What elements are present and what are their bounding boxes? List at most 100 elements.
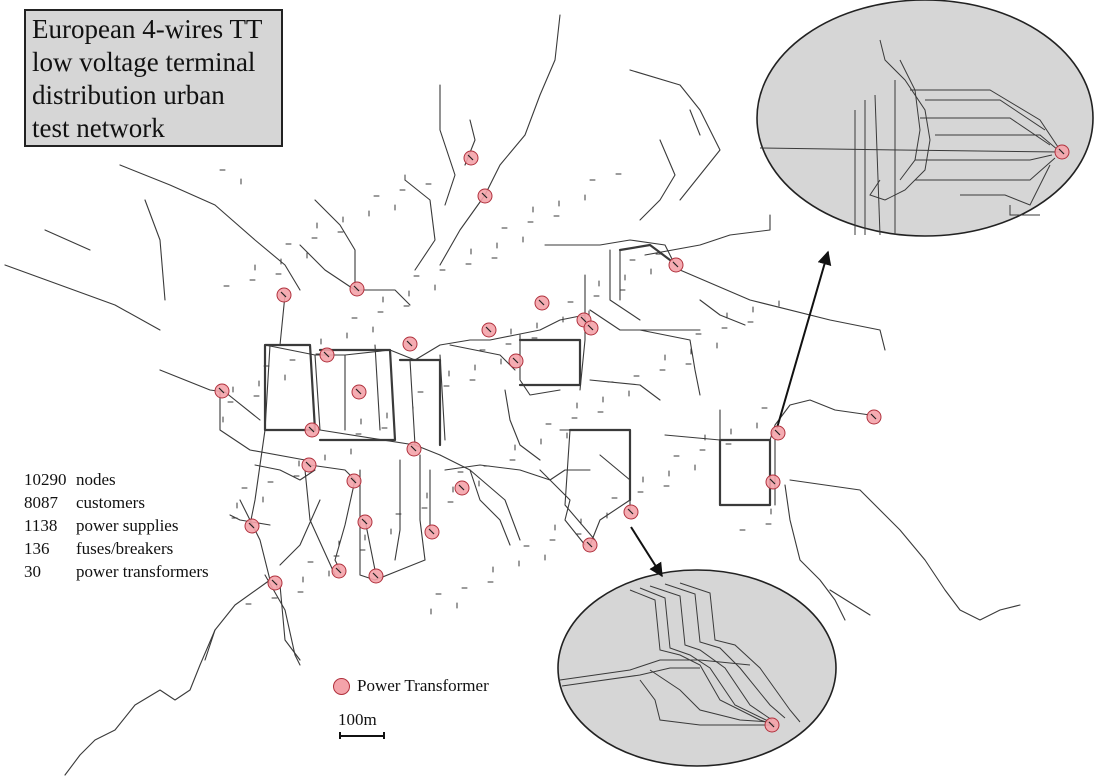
network-line: [599, 454, 631, 511]
power-transformer-icon: [582, 537, 598, 553]
stat-label: nodes: [76, 470, 116, 489]
stat-value: 30: [24, 562, 41, 581]
power-transformer-icon: [244, 518, 260, 534]
power-transformer-icon: [623, 504, 639, 520]
power-transformer-icon: [214, 383, 230, 399]
zoom-line: [759, 147, 1061, 153]
title-line: low voltage terminal: [32, 47, 256, 77]
zoom-line: [960, 164, 1051, 206]
stat-value: 10290: [24, 470, 67, 489]
zoom-inset-bottom-right: [557, 569, 837, 767]
zoom-line: [639, 679, 770, 726]
power-transformer-icon: [454, 480, 470, 496]
network-line: [419, 454, 426, 561]
network-line: [539, 469, 586, 546]
power-transformer-icon: [770, 425, 786, 441]
power-transformer-icon: [333, 677, 350, 695]
network-trunk-line: [398, 358, 442, 447]
network-line: [589, 379, 661, 401]
network-trunk-line: [263, 343, 317, 432]
network-line: [404, 179, 436, 271]
network-line: [644, 214, 771, 256]
power-transformer-icon: [1054, 144, 1070, 160]
zoom-line: [879, 39, 931, 201]
network-line: [829, 589, 871, 616]
network-line: [609, 249, 641, 321]
network-line: [264, 574, 301, 666]
network-line: [204, 629, 216, 661]
network-statistics: 10290 nodes 8087 customers 1138 power su…: [24, 468, 209, 583]
power-transformer-icon: [508, 353, 524, 369]
stat-label: power transformers: [76, 562, 209, 581]
title-box: European 4-wires TT low voltage terminal…: [24, 9, 283, 147]
network-line: [64, 579, 271, 776]
network-line: [254, 464, 316, 481]
power-transformer-icon: [349, 281, 365, 297]
zoom-line: [915, 157, 1056, 181]
power-transformer-icon: [319, 347, 335, 363]
power-transformer-icon: [424, 524, 440, 540]
stat-row: 30 power transformers: [24, 560, 209, 583]
power-transformer-icon: [301, 457, 317, 473]
scale-label: 100m: [338, 710, 377, 729]
network-line: [144, 199, 166, 301]
network-line: [374, 344, 381, 431]
scale-bar-line: [339, 732, 385, 739]
title-line: test network: [32, 113, 165, 143]
network-line: [314, 199, 356, 286]
zoom-arrow: [630, 526, 663, 578]
network-line: [119, 164, 301, 291]
network-line: [394, 459, 401, 561]
zoom-line: [629, 589, 776, 726]
stat-row: 1138 power supplies: [24, 514, 209, 537]
power-transformer-icon: [402, 336, 418, 352]
zoom-line: [649, 585, 773, 721]
legend-label: Power Transformer: [357, 676, 489, 695]
network-trunk-line: [718, 438, 772, 507]
stat-value: 1138: [24, 516, 58, 535]
power-transformer-icon: [764, 717, 780, 733]
network-line: [304, 469, 336, 576]
network-line: [159, 369, 261, 421]
power-transformer-icon: [331, 563, 347, 579]
power-transformer-icon: [481, 322, 497, 338]
network-line: [44, 229, 91, 251]
stat-label: fuses/breakers: [76, 539, 174, 558]
power-transformer-icon: [668, 257, 684, 273]
network-line: [629, 69, 721, 201]
network-line: [469, 314, 586, 341]
power-transformer-icon: [765, 474, 781, 490]
network-line: [249, 344, 271, 526]
power-transformer-icon: [368, 568, 384, 584]
network-line: [444, 464, 591, 481]
network-line: [279, 499, 321, 566]
stat-label: power supplies: [76, 516, 179, 535]
network-line: [544, 239, 676, 266]
network-line: [314, 354, 441, 456]
network-line: [689, 109, 701, 136]
network-line: [579, 274, 586, 391]
zoom-line: [561, 667, 700, 687]
network-line: [589, 309, 701, 331]
network-line: [469, 469, 511, 546]
network-line: [564, 429, 596, 541]
network-line: [359, 469, 426, 581]
zoom-line: [639, 587, 771, 723]
network-line: [439, 454, 521, 541]
zoom-line: [649, 669, 771, 723]
zoom-line: [1009, 205, 1040, 216]
power-transformer-icon: [276, 287, 292, 303]
stat-value: 136: [24, 539, 50, 558]
power-transformer-icon: [304, 422, 320, 438]
network-line: [639, 329, 701, 396]
zoom-line: [925, 99, 1046, 131]
power-transformer-icon: [866, 409, 882, 425]
network-trunk-line: [568, 428, 632, 502]
network-line: [719, 409, 771, 506]
power-transformer-icon: [351, 384, 367, 400]
stat-row: 8087 customers: [24, 491, 209, 514]
network-trunk-line: [318, 348, 397, 442]
network-line: [4, 264, 161, 331]
network-line: [664, 399, 871, 441]
